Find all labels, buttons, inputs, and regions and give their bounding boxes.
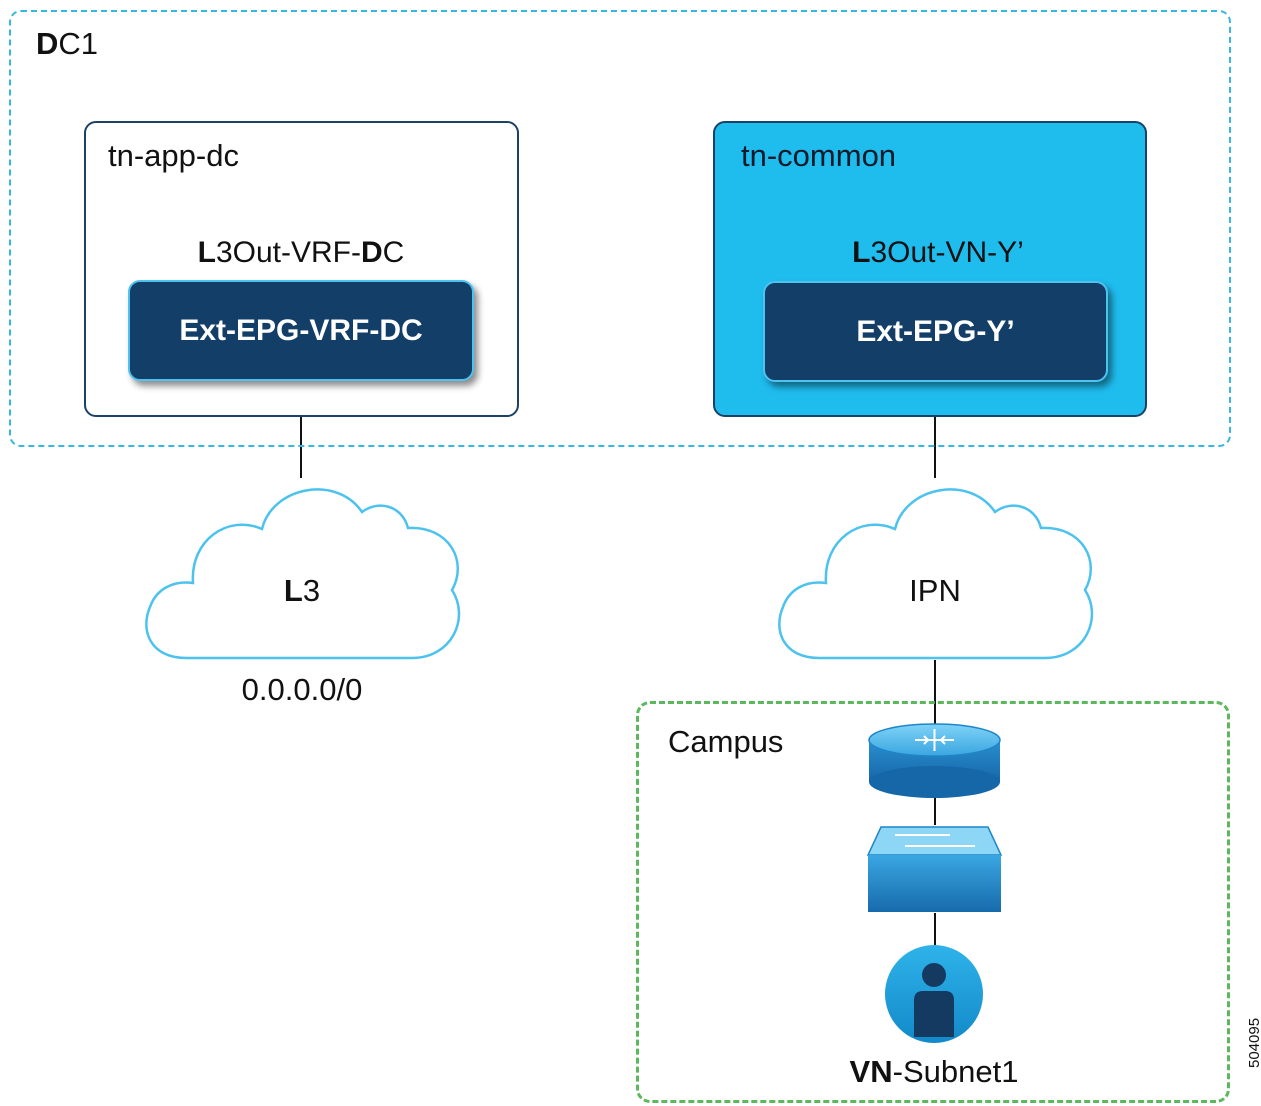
ext-epg-y-box: Ext-EPG-Y’ xyxy=(763,281,1108,382)
campus-region xyxy=(636,701,1230,1103)
figure-id: 504095 xyxy=(1246,1017,1261,1068)
user-icon xyxy=(885,945,983,1043)
router-icon xyxy=(868,723,1001,798)
dc1-region xyxy=(9,10,1231,447)
tenant-common-label: tn-common xyxy=(741,138,897,173)
l3-cloud-label: L3 xyxy=(283,573,321,608)
default-route-label: 0.0.0.0/0 xyxy=(241,672,363,707)
tenant-app-dc-label: tn-app-dc xyxy=(108,138,239,173)
switch-icon xyxy=(866,826,1003,912)
l3out-vrf-dc-label: L3Out-VRF-DC xyxy=(197,236,405,269)
vn-subnet1-label: VN-Subnet1 xyxy=(849,1054,1019,1089)
ext-epg-vrf-dc-box: Ext-EPG-VRF-DC xyxy=(128,280,474,381)
l3-cloud-icon xyxy=(145,488,461,660)
l3out-vn-y-label: L3Out-VN-Y’ xyxy=(852,236,1024,269)
dc1-label: DC1 xyxy=(36,26,99,61)
ipn-cloud-label: IPN xyxy=(909,573,961,608)
ipn-cloud-icon xyxy=(778,488,1094,660)
campus-label: Campus xyxy=(668,724,784,759)
